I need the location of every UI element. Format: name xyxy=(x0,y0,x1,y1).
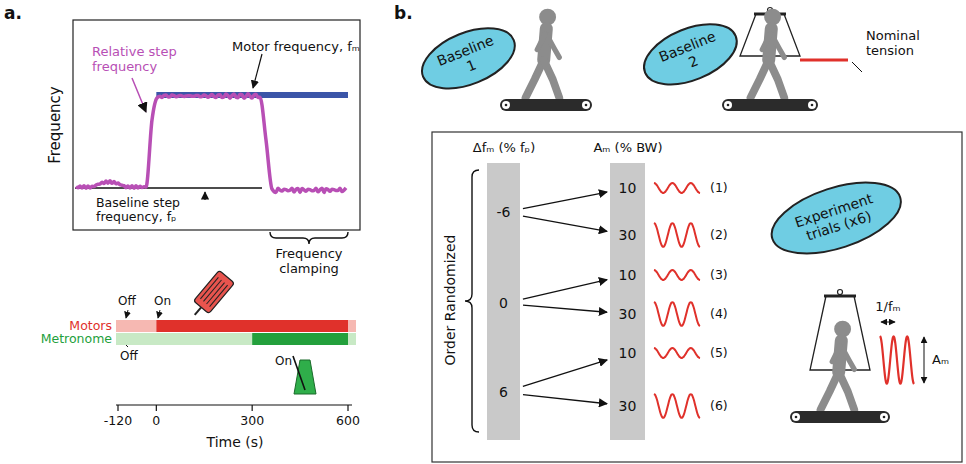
oscillation-wave xyxy=(654,394,700,418)
callout-number: (3) xyxy=(710,268,728,282)
step-frequency-trace xyxy=(76,94,346,193)
dimension-label: 1/fₘ xyxy=(875,300,900,315)
leader-arrow xyxy=(253,54,262,88)
tick-label: -120 xyxy=(104,414,132,428)
axis-tick xyxy=(252,405,253,411)
axis-tick xyxy=(347,405,348,411)
metronome-off-bar xyxy=(116,333,252,345)
callout-number: (2) xyxy=(710,228,728,242)
group-label: Order Randomized xyxy=(442,235,458,366)
treadmill xyxy=(722,99,818,111)
metronome-icon xyxy=(293,356,316,394)
walking-person xyxy=(821,321,855,410)
callout-number: (5) xyxy=(710,346,728,360)
state-label: Off xyxy=(120,350,138,364)
column-header: Aₘ (% BW) xyxy=(593,141,662,156)
condition-cell: 30 xyxy=(610,372,645,440)
baseline-frequency-line xyxy=(75,187,262,189)
motor-off-bar xyxy=(116,320,156,332)
tick-label: 300 xyxy=(240,414,264,428)
axis-tick xyxy=(156,405,157,411)
condition-cell: 6 xyxy=(487,345,520,440)
condition-cell: 30 xyxy=(610,293,645,335)
node-text: 30 xyxy=(619,398,637,414)
connector-arrow xyxy=(523,280,607,299)
dimension-label: Aₘ xyxy=(932,353,949,368)
axis-title: Time (s) xyxy=(207,434,264,450)
condition-cell: 30 xyxy=(610,213,645,257)
oscillation-wave xyxy=(654,270,700,280)
metronome-on-bar xyxy=(252,333,348,345)
node-text: 6 xyxy=(499,384,508,400)
leader-arrow xyxy=(852,62,862,72)
phase-oval: Baseline 1 xyxy=(411,14,525,102)
line-label: Baseline step frequency, fₚ xyxy=(96,196,216,225)
state-label: Off xyxy=(118,295,136,309)
leader-arrow xyxy=(126,310,128,318)
connector-arrow xyxy=(523,216,607,231)
motor-off-bar xyxy=(348,320,356,332)
node-text: 30 xyxy=(619,227,637,243)
axis-tick xyxy=(117,405,118,411)
state-label: On xyxy=(275,355,292,369)
time-axis xyxy=(116,404,352,405)
panel-letter: a. xyxy=(4,4,22,24)
tick-label: 0 xyxy=(152,414,160,428)
callout-label: Nominal tension xyxy=(866,29,938,59)
connector-arrow xyxy=(523,360,607,387)
leader-arrow xyxy=(158,310,160,318)
line-label: Motor frequency, fₘ xyxy=(232,40,360,55)
connector-arrow xyxy=(523,192,607,209)
bracket xyxy=(270,232,348,244)
column-header: Δfₘ (% fₚ) xyxy=(473,141,535,156)
oscillation-wave xyxy=(654,183,700,193)
dimension-arrow xyxy=(881,322,895,323)
treadmill xyxy=(790,411,890,423)
condition-cell: 10 xyxy=(610,335,645,372)
connector-arrow xyxy=(523,305,607,312)
condition-cell: 10 xyxy=(610,163,645,213)
table-box xyxy=(432,132,962,462)
condition-cell: -6 xyxy=(487,163,520,262)
phase-oval: Experiment trials (x6) xyxy=(760,166,911,270)
panel-letter: b. xyxy=(394,4,413,24)
connector-arrow xyxy=(523,395,607,404)
motor-on-bar xyxy=(156,320,348,332)
line-label: Relative step frequency xyxy=(92,45,182,75)
node-text: 10 xyxy=(619,267,637,283)
bar-label: Metronome xyxy=(41,332,112,346)
axis-title: Frequency xyxy=(47,86,64,164)
node-text: 10 xyxy=(619,345,637,361)
motor-icon xyxy=(187,270,234,321)
oscillation-wave xyxy=(654,223,700,247)
tick-label: 600 xyxy=(336,414,360,428)
leader-arrow xyxy=(132,78,146,112)
plot-frame xyxy=(73,20,360,230)
callout-number: (4) xyxy=(710,307,728,321)
bracket xyxy=(465,170,479,432)
dimension-arrow xyxy=(924,337,925,383)
condition-cell: 10 xyxy=(610,257,645,293)
node-text: 0 xyxy=(499,295,508,311)
condition-cell: 0 xyxy=(487,262,520,345)
callout-number: (1) xyxy=(710,181,728,195)
treadmill xyxy=(500,99,592,111)
walking-person xyxy=(526,9,560,98)
leader-arrow xyxy=(204,192,205,200)
walking-person xyxy=(751,9,785,98)
phase-oval: Baseline 2 xyxy=(633,10,747,98)
oscillation-wave xyxy=(654,348,700,358)
node-text: 10 xyxy=(619,180,637,196)
node-text: 30 xyxy=(619,306,637,322)
leader-arrow xyxy=(126,345,128,347)
node-text: -6 xyxy=(497,204,511,220)
bracket-label: Frequency clamping xyxy=(264,247,354,277)
oscillation-wave xyxy=(654,302,700,326)
metronome-off-bar xyxy=(348,333,356,345)
callout-number: (6) xyxy=(710,399,728,413)
tension-line xyxy=(800,59,848,62)
oscillation-wave xyxy=(880,336,914,384)
state-label: On xyxy=(154,295,171,309)
